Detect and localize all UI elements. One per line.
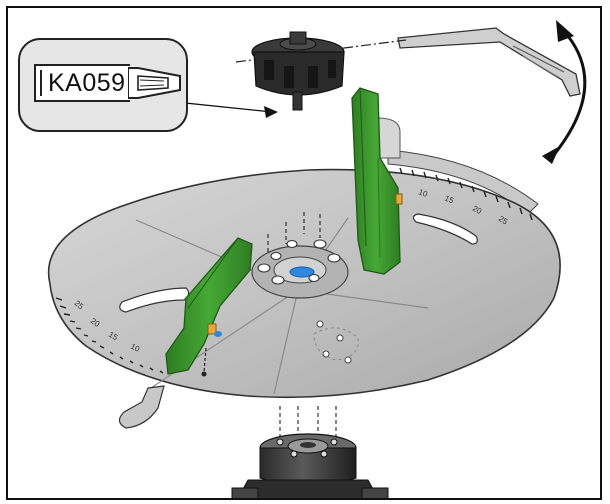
svg-text:15: 15 <box>443 194 455 206</box>
drive-motor <box>231 433 389 498</box>
seed-plate <box>47 168 561 399</box>
diagram-frame: 25 20 15 10 10 15 20 25 <box>6 6 602 500</box>
scale-ticks-left <box>55 297 164 374</box>
tool-callout: KA059 <box>18 38 188 132</box>
bent-rod <box>397 27 581 97</box>
tool-code-text: KA059 <box>48 68 126 97</box>
plate-slot-left <box>119 287 190 313</box>
green-guide-right <box>351 87 403 275</box>
assembly-illustration: 25 20 15 10 10 15 20 25 <box>47 20 587 498</box>
hub-center-blue <box>289 266 315 278</box>
star-wheel <box>251 31 345 111</box>
double-arrow-rotate-icon <box>542 20 587 164</box>
scale-ticks-right <box>399 167 533 221</box>
svg-text:10: 10 <box>417 187 429 199</box>
green-guide-left <box>165 237 253 377</box>
bolt-guide-lines <box>267 212 321 254</box>
wrench-tool-icon <box>128 67 181 99</box>
lower-bolt-guide-lines <box>279 406 337 438</box>
hub-bolt-holes <box>257 239 341 285</box>
tool-code-label: KA059 <box>34 64 130 102</box>
lower-segment-holes <box>316 320 352 364</box>
plate-slot-right <box>412 213 478 245</box>
lower-lever <box>118 385 165 429</box>
svg-text:10: 10 <box>129 342 141 354</box>
